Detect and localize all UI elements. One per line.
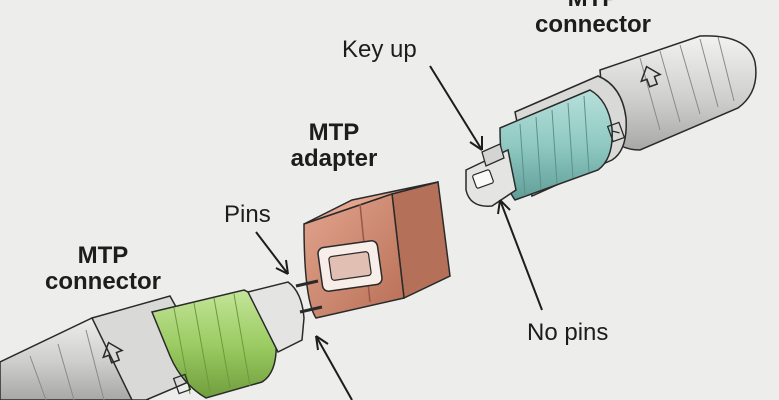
pins-label: Pins	[224, 201, 271, 228]
guide-pin-lower	[299, 305, 323, 314]
guide-pin-upper	[295, 279, 319, 288]
no-pins-label: No pins	[527, 319, 609, 346]
mtp-adapter-label: MTP adapter	[274, 120, 394, 172]
mtp-connector-bottom-line2: connector	[44, 268, 161, 295]
key-icon	[606, 121, 626, 143]
mtp-connector-top	[465, 35, 757, 207]
key-up-tab	[481, 143, 505, 167]
leader-lines	[255, 65, 543, 400]
arrow-up-icon	[102, 341, 124, 364]
mtp-connector-bottom-line1: MTP	[77, 242, 129, 269]
key-up-arrow	[429, 65, 483, 151]
mtp-adapter-line2: adapter	[290, 145, 378, 172]
pins-lower-arrow	[315, 335, 353, 400]
mtp-connector-bottom	[0, 279, 323, 400]
mtp-connector-bottom-label: MTP connector	[28, 243, 178, 295]
arrow-up-icon	[640, 65, 662, 88]
connector-ferrule-bottom	[246, 281, 305, 354]
mtp-connector-top-label: MTP connector	[523, 0, 663, 38]
mtp-connector-top-line1: MTP	[523, 0, 663, 12]
pins-arrow	[255, 231, 289, 275]
connector-latch-housing-top	[499, 89, 613, 201]
key-up-label: Key up	[342, 36, 417, 63]
mtp-adapter	[303, 181, 451, 319]
no-pins-arrow	[499, 199, 543, 311]
mtp-connector-top-line2: connector	[534, 11, 651, 38]
mtp-adapter-line1: MTP	[308, 119, 360, 146]
key-icon	[172, 373, 192, 395]
